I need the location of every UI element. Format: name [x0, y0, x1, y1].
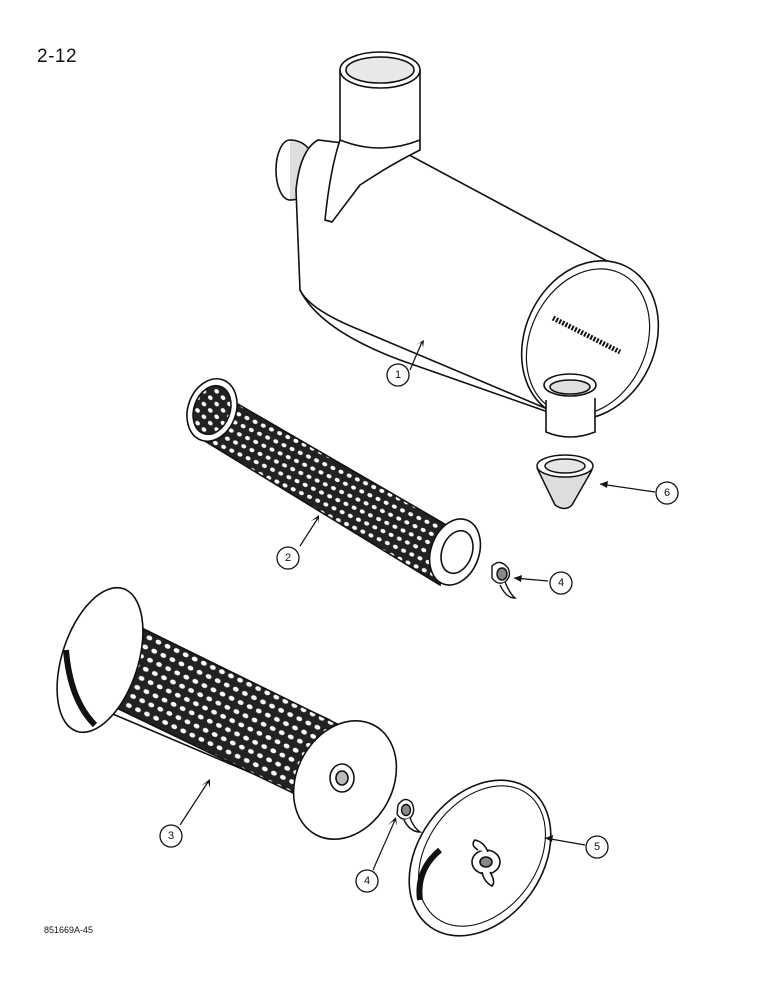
inner-filter-element: [186, 378, 482, 587]
callout-5: 5: [585, 835, 609, 859]
figure-reference-id: 851669A-45: [44, 925, 94, 935]
arrowhead-2: [311, 515, 319, 524]
leader-2: [299, 517, 319, 547]
callout-6: 6: [655, 481, 679, 505]
callout-6-label: 6: [664, 487, 670, 499]
wing-nut-upper: [491, 561, 517, 599]
leader-3: [179, 781, 209, 826]
page-number: 2-12: [37, 46, 78, 67]
arrowhead-4a: [514, 575, 522, 582]
wing-nut-lower: [396, 798, 423, 833]
arrowhead-6: [600, 481, 608, 488]
arrowhead-5: [545, 835, 553, 842]
callout-4-lower-label: 4: [364, 875, 370, 887]
callout-3-label: 3: [168, 830, 174, 842]
arrowhead-4b: [388, 817, 397, 826]
callout-4-lower: 4: [355, 869, 379, 893]
callout-2: 2: [276, 546, 300, 570]
callout-1-label: 1: [395, 369, 401, 381]
callout-1: 1: [386, 363, 410, 387]
leader-4b: [372, 819, 396, 871]
end-cover: [408, 779, 552, 937]
air-cleaner-housing: [275, 51, 660, 438]
callout-4-upper-label: 4: [558, 577, 564, 589]
callout-2-label: 2: [285, 552, 291, 564]
arrowhead-3: [201, 779, 210, 788]
outer-filter-element: [56, 586, 398, 840]
callout-3: 3: [159, 824, 183, 848]
callout-4-upper: 4: [549, 571, 573, 595]
leader-1: [409, 341, 423, 371]
dust-valve: [536, 454, 594, 510]
leader-6: [599, 483, 656, 493]
callout-5-label: 5: [594, 841, 600, 853]
arrowhead-1: [416, 340, 424, 348]
